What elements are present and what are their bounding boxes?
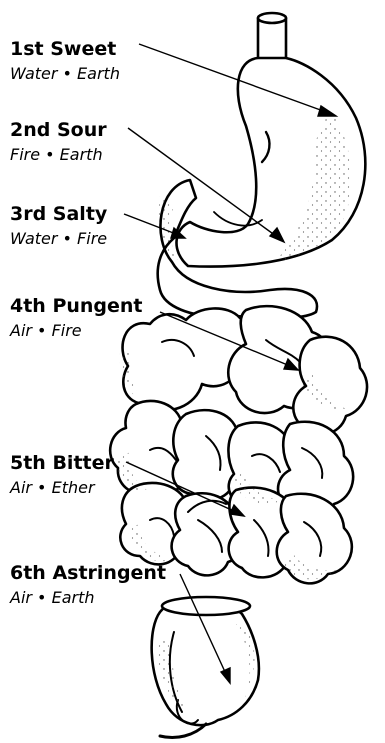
label-bitter: 5th Bitter Air • Ether <box>10 454 114 496</box>
elements-salty: Water • Fire <box>10 231 107 247</box>
taste-salty: 3rd Salty <box>10 205 107 224</box>
label-sour: 2nd Sour Fire • Earth <box>10 121 107 163</box>
taste-sour: 2nd Sour <box>10 121 107 140</box>
small-intestine-coils <box>110 306 367 583</box>
taste-bitter: 5th Bitter <box>10 454 114 473</box>
label-salty: 3rd Salty Water • Fire <box>10 205 107 247</box>
taste-sweet: 1st Sweet <box>10 40 120 59</box>
taste-astringent: 6th Astringent <box>10 564 166 583</box>
label-astringent: 6th Astringent Air • Earth <box>10 564 166 606</box>
elements-pungent: Air • Fire <box>10 323 143 339</box>
taste-pungent: 4th Pungent <box>10 297 143 316</box>
elements-sour: Fire • Earth <box>10 147 107 163</box>
label-pungent: 4th Pungent Air • Fire <box>10 297 143 339</box>
esophagus <box>258 13 286 62</box>
label-sweet: 1st Sweet Water • Earth <box>10 40 120 82</box>
elements-bitter: Air • Ether <box>10 480 114 496</box>
elements-astringent: Air • Earth <box>10 590 166 606</box>
elements-sweet: Water • Earth <box>10 66 120 82</box>
